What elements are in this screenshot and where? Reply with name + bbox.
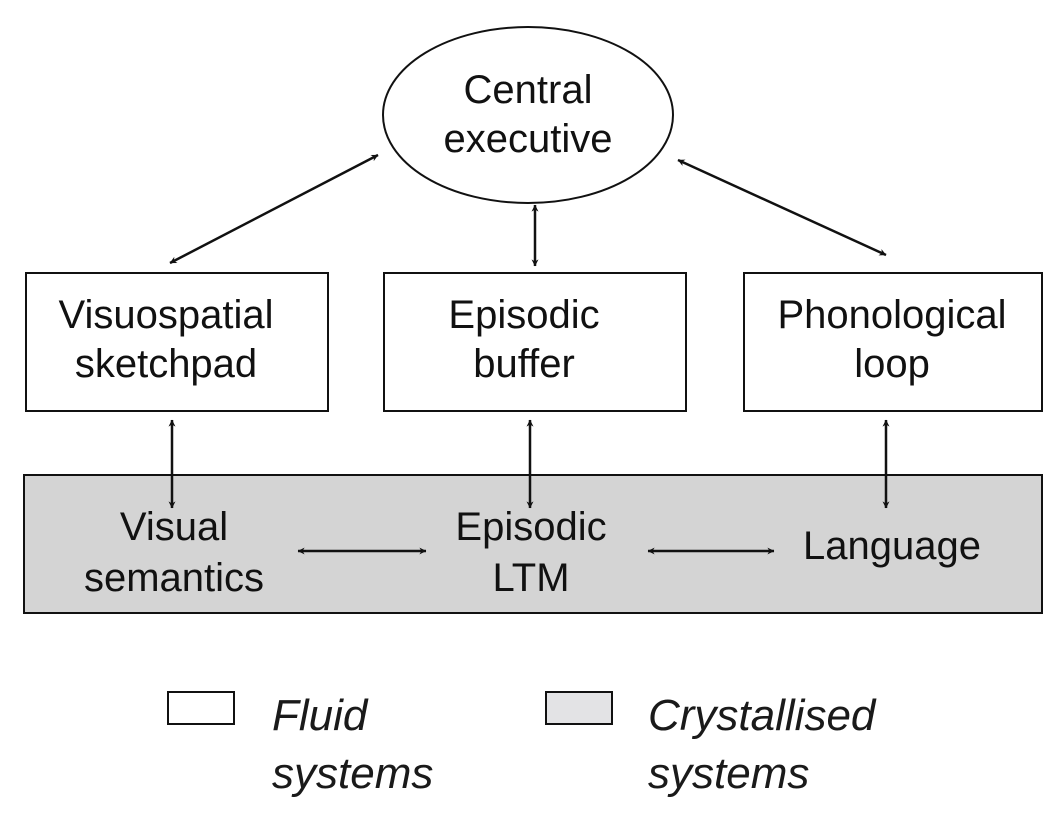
central-executive-label-line2: executive <box>444 117 613 161</box>
visuospatial-sketchpad-label-line2: sketchpad <box>75 342 257 386</box>
central-executive-label-line1: Central <box>464 68 593 112</box>
phonological-loop-label-line2: loop <box>854 342 930 386</box>
episodic-ltm-label-line1: Episodic <box>455 505 606 549</box>
legend: Fluid systems Crystallised systems <box>167 691 877 798</box>
legend-item-fluid: Fluid systems <box>167 691 433 798</box>
visual-semantics-node: Visual semantics <box>84 505 264 600</box>
language-label: Language <box>803 524 981 568</box>
episodic-ltm-node: Episodic LTM <box>455 505 606 600</box>
legend-swatch-fluid <box>167 691 235 725</box>
arrow-executive-loop <box>677 158 887 257</box>
legend-crystallised-line1: Crystallised <box>648 691 877 740</box>
phonological-loop-box <box>743 272 1043 412</box>
episodic-ltm-label-line2: LTM <box>492 556 569 600</box>
episodic-buffer-box <box>383 272 687 412</box>
episodic-buffer-label-line2: buffer <box>473 342 575 386</box>
legend-item-crystallised: Crystallised systems <box>545 691 877 798</box>
legend-fluid-line1: Fluid <box>272 691 369 740</box>
phonological-loop-node: Phonological loop <box>743 272 1043 412</box>
legend-swatch-crystallised <box>545 691 613 725</box>
legend-fluid-line2: systems <box>272 749 433 798</box>
episodic-buffer-node: Episodic buffer <box>383 272 687 412</box>
central-executive-node: Central executive <box>382 26 674 204</box>
visuospatial-sketchpad-box <box>25 272 329 412</box>
visual-semantics-label-line2: semantics <box>84 556 264 600</box>
visuospatial-sketchpad-node: Visuospatial sketchpad <box>25 272 329 412</box>
visuospatial-sketchpad-label-line1: Visuospatial <box>59 293 274 337</box>
arrow-executive-sketchpad <box>169 153 379 265</box>
language-node: Language <box>803 524 981 568</box>
legend-crystallised-line2: systems <box>648 749 809 798</box>
phonological-loop-label-line1: Phonological <box>777 293 1006 337</box>
visual-semantics-label-line1: Visual <box>120 505 228 549</box>
central-executive-ellipse <box>382 26 674 204</box>
episodic-buffer-label-line1: Episodic <box>448 293 599 337</box>
